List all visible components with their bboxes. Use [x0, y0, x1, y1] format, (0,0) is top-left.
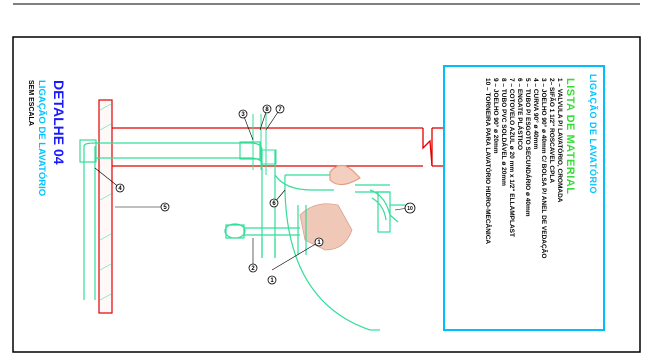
callout-2: 2	[248, 238, 258, 273]
wall-left	[98, 99, 113, 314]
legend-title: LIGAÇÃO DE LAVATÓRIO	[588, 74, 598, 194]
drawing-frame	[12, 36, 641, 353]
callout-7: 7	[265, 104, 285, 131]
legend-item-9: 9 – JOELHO 90° ø 20mm	[492, 78, 499, 154]
water-supply-pipe	[112, 127, 443, 167]
legend-box	[443, 65, 605, 331]
legend-subtitle: LISTA DE MATERIAL	[564, 78, 576, 195]
detail-title: DETALHE 04	[51, 80, 67, 165]
faucet	[369, 189, 405, 233]
legend-item-8: 8 – TUBO PVC SOLDÁVEL ø 20mm	[500, 78, 507, 186]
callout-label-1: 1	[317, 240, 321, 246]
callout-label-2: 2	[251, 266, 255, 272]
legend-item-1: 1 – VALVULA P/ LAVATÓRIO, CROMADA	[556, 78, 563, 203]
callout-10: 10	[394, 202, 416, 214]
detail-scale: SEM ESCALA	[27, 80, 34, 126]
detail-subtitle: LIGAÇÃO DE LAVATÓRIO	[36, 80, 47, 197]
legend-item-10: 10 – TORNEIRA PARA LAVATÓRIO HIDRO-MECÂN…	[484, 78, 491, 245]
callout-4: 4	[94, 167, 125, 193]
callout-8: 8	[259, 104, 272, 131]
legend-item-7: 7 – COTOVELO AZUL ø 20 mm x 1/2" ELLAMPL…	[508, 78, 515, 237]
callout-label-3: 3	[241, 112, 245, 118]
legend-item-3: 3 – JOELHO 90° ø 40mm C/ BOLSA P/ ANEL D…	[540, 78, 547, 259]
callout-label-4: 4	[118, 186, 122, 192]
callout-label-1b: 1	[270, 278, 274, 284]
callout-label-7: 7	[278, 107, 282, 113]
callout-6: 6	[269, 189, 286, 208]
callout-label-5: 5	[163, 205, 167, 211]
callout-1: 1 1	[267, 237, 324, 285]
siphon-trap	[224, 205, 307, 258]
callouts: 1 1 2 3 4 5 6	[94, 104, 416, 285]
washbasin	[284, 164, 390, 331]
flexible-connector	[274, 174, 334, 191]
callout-label-6: 6	[272, 201, 276, 207]
callout-label-8: 8	[265, 107, 269, 113]
callout-3: 3	[238, 109, 254, 141]
callout-label-10: 10	[407, 206, 413, 212]
legend-item-6: 6 – ENGATE PLÁSTICO	[516, 78, 523, 151]
legend-item-5: 5 – TUBO P/ ESGOTO SECUNDÁRIO ø 40mm	[524, 78, 531, 217]
water-feed-tube	[252, 114, 277, 175]
legend-item-2: 2– SIFÃO 1 1/2" ROSCAVEL CPLA	[548, 78, 555, 184]
legend-item-4: 4 – CURVA 90° ø 40mm	[532, 78, 539, 150]
callout-5: 5	[115, 202, 170, 212]
